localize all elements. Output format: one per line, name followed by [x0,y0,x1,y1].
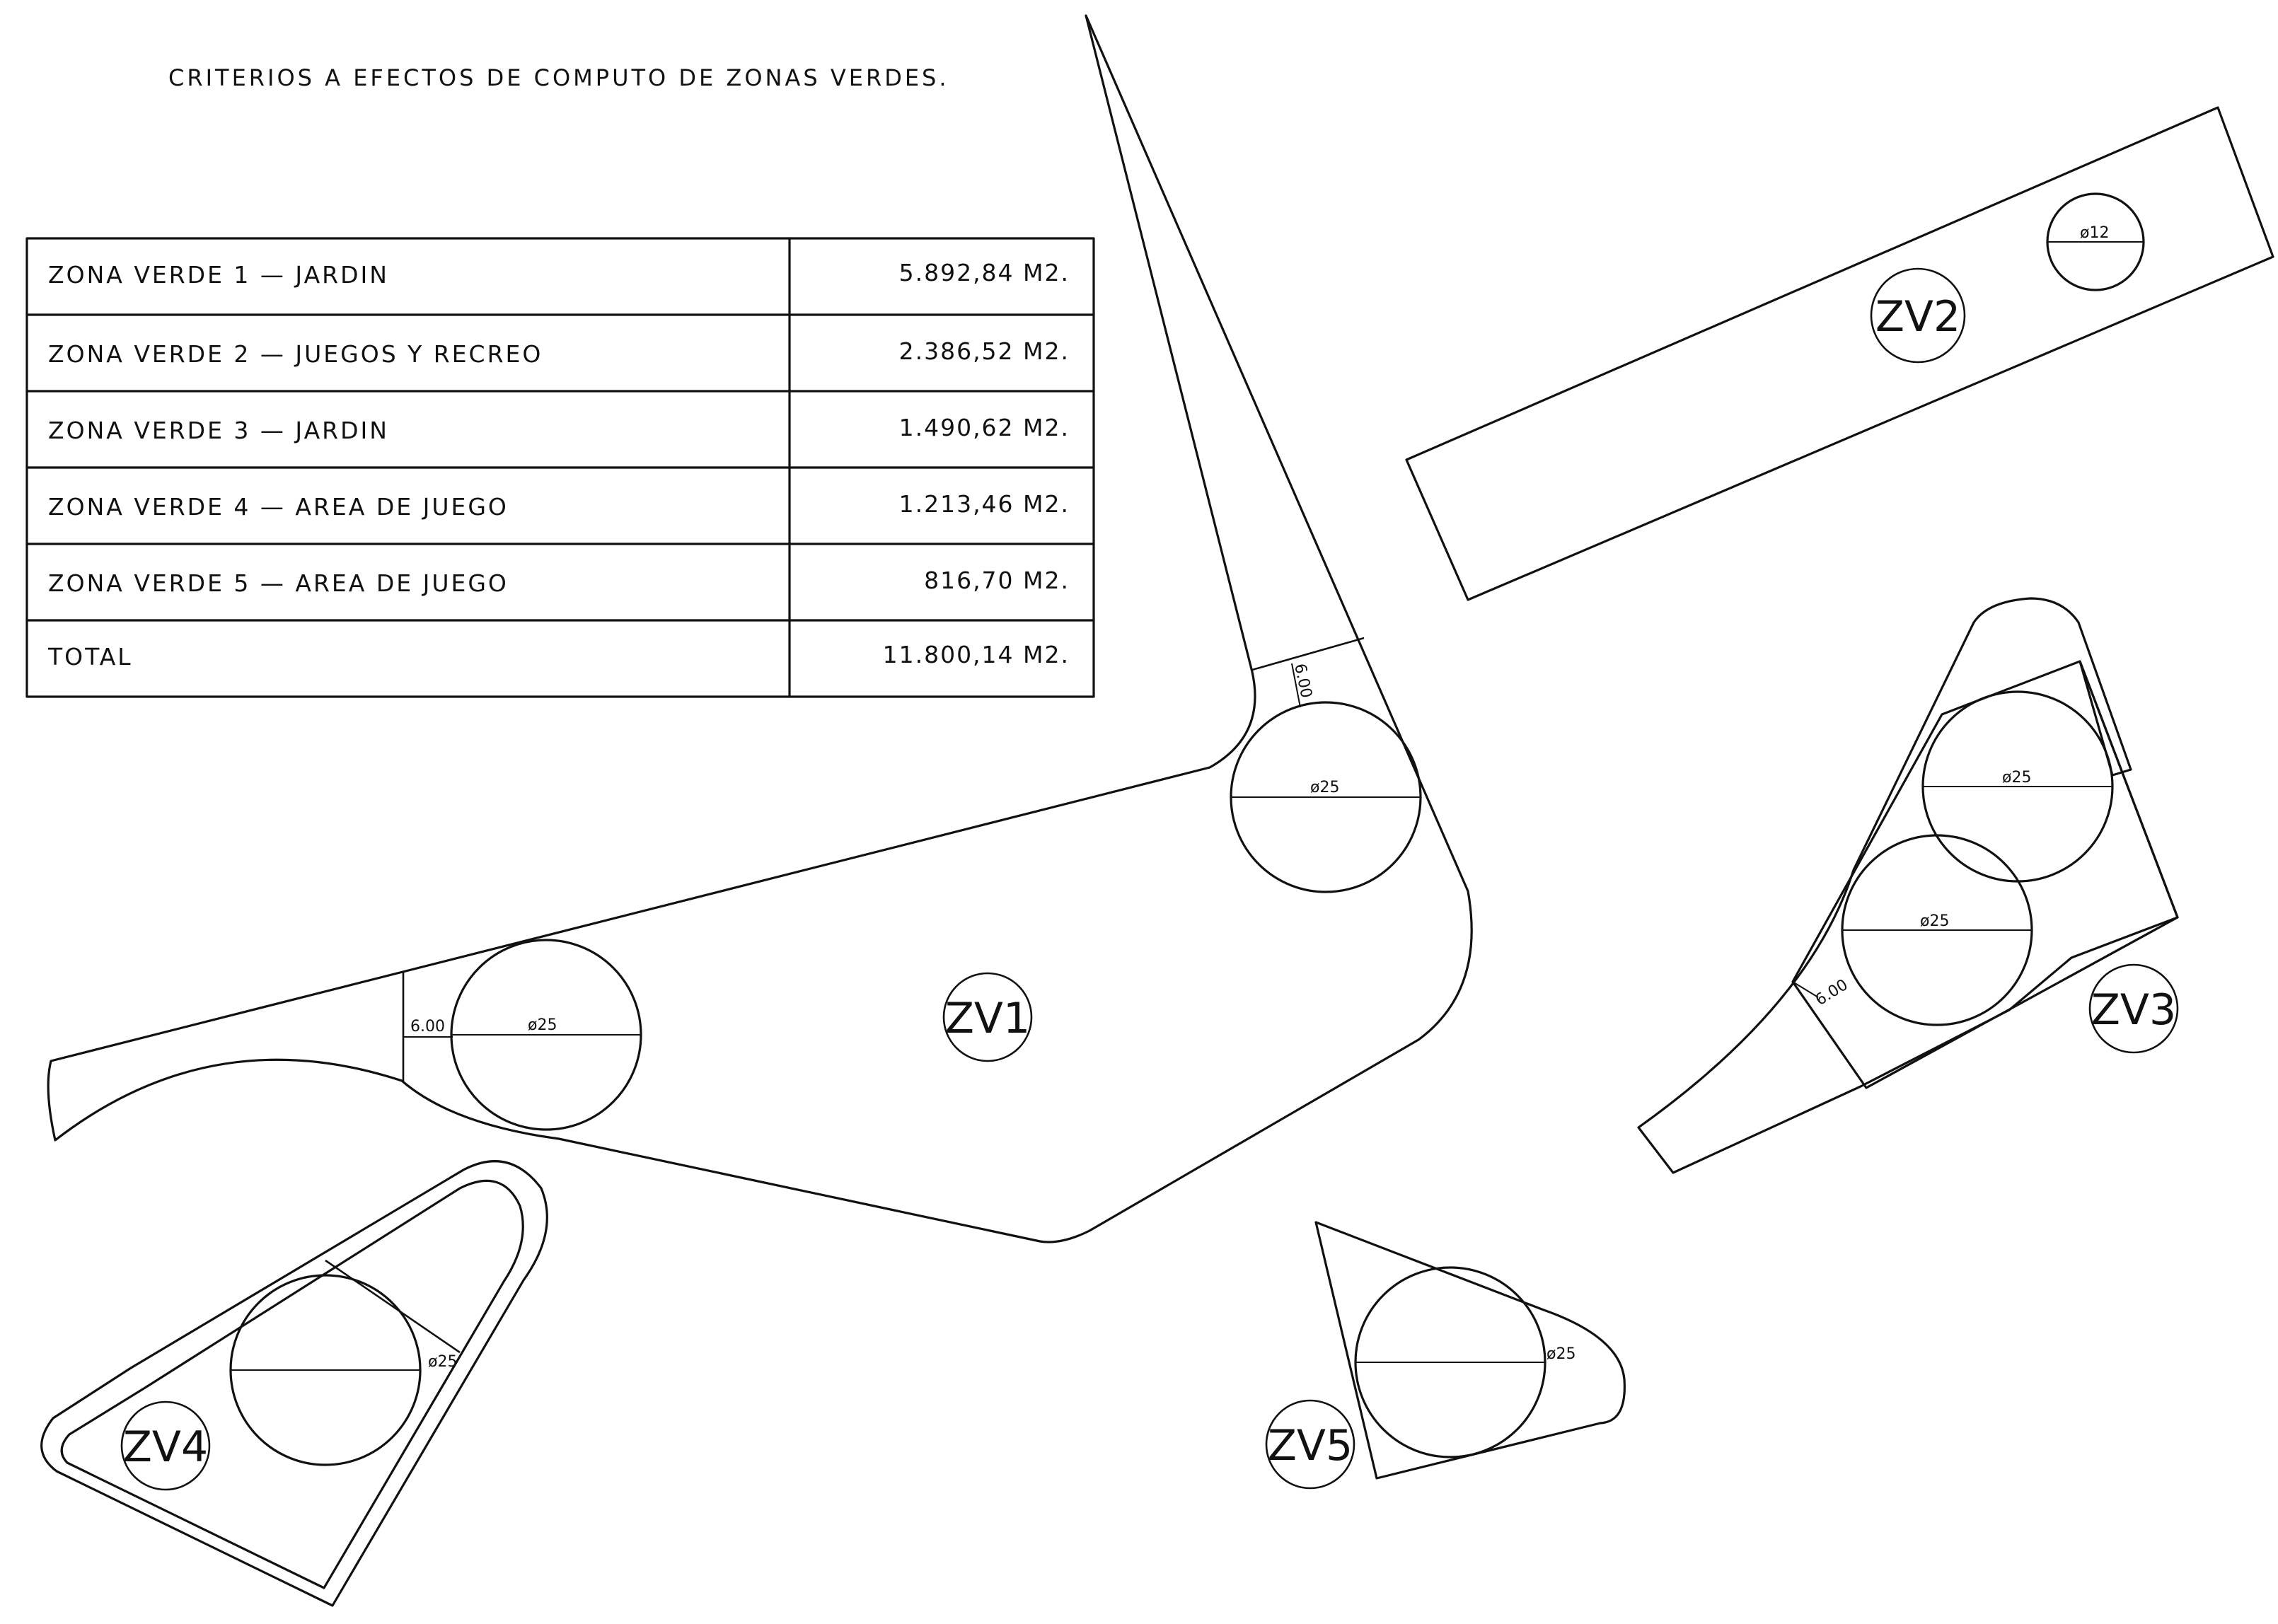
zv2-label-circle [1870,267,1966,364]
table-row-value: 1.213,46 M2. [899,490,1070,518]
zv1-dim-offset-top: 6.00 [1290,662,1315,700]
zone-zv2: ø12 ZV2 [1405,106,2274,601]
table-row: ZONA VERDE 5 — AREA DE JUEGO 816,70 M2. [48,567,1070,597]
zv4-outline-inner [60,1179,524,1589]
zv2-outline [1405,106,2274,601]
zv4-label: ZV4 [123,1422,208,1472]
table-row-total: TOTAL 11.800,14 M2. [47,641,1070,671]
zv4-label-circle [120,1400,211,1491]
table-row-label: ZONA VERDE 3 — JARDIN [48,417,389,444]
zone-zv4: ø25 ZV4 [40,1160,548,1607]
table-row-label: TOTAL [47,643,133,671]
zv1-dim-diameter-top: ø25 [1310,779,1339,796]
table-row-label: ZONA VERDE 5 — AREA DE JUEGO [48,569,509,597]
zv5-outline [1314,1221,1626,1480]
zv3-outline [1637,597,2179,1174]
table-row-value: 11.800,14 M2. [883,641,1070,668]
drawing-title: CRITERIOS A EFECTOS DE COMPUTO DE ZONAS … [168,64,949,91]
area-table: ZONA VERDE 1 — JARDIN 5.892,84 M2. ZONA … [25,237,1095,698]
table-row-label: ZONA VERDE 2 — JUEGOS Y RECREO [48,340,543,368]
zv1-dim-diameter-left: ø25 [528,1016,557,1034]
zv1-label-circle [942,972,1033,1062]
zv4-dim-diameter: ø25 [428,1353,457,1371]
table-row-value: 816,70 M2. [924,567,1070,594]
zv5-label-circle [1265,1399,1355,1490]
zv1-label: ZV1 [945,994,1030,1043]
zv3-label-circle [2088,963,2179,1054]
table-row-label: ZONA VERDE 1 — JARDIN [48,261,389,289]
zv3-inner-block [1791,660,2179,1089]
table-row-label: ZONA VERDE 4 — AREA DE JUEGO [48,493,509,521]
zv1-dim-offset-left: 6.00 [410,1018,445,1036]
zv4-divider [325,1259,461,1354]
zone-zv5: ø25 ZV5 [1265,1221,1626,1490]
zv3-dim-offset: 6.00 [1812,976,1851,1009]
table-row-value: 1.490,62 M2. [899,414,1070,441]
zv3-dim-diameter-bottom: ø25 [1920,912,1949,930]
table-row: ZONA VERDE 3 — JARDIN 1.490,62 M2. [48,414,1070,444]
zv4-outline-outer [40,1160,548,1607]
zv2-label: ZV2 [1875,292,1960,342]
table-row-value: 5.892,84 M2. [899,259,1070,286]
zv1-outline [47,14,1473,1243]
table-row-value: 2.386,52 M2. [899,337,1070,365]
zv3-dim-diameter-top: ø25 [2002,769,2031,787]
table-row: ZONA VERDE 1 — JARDIN 5.892,84 M2. [48,259,1070,289]
zone-zv1: ø25 ø25 6.00 6.00 ZV1 [47,14,1473,1243]
zv5-label: ZV5 [1268,1421,1353,1471]
zone-zv3: ø25 ø25 6.00 ZV3 [1637,597,2179,1174]
table-row: ZONA VERDE 2 — JUEGOS Y RECREO 2.386,52 … [48,337,1070,368]
zv3-label: ZV3 [2091,985,2176,1035]
zv2-dim-diameter: ø12 [2080,224,2109,242]
table-row: ZONA VERDE 4 — AREA DE JUEGO 1.213,46 M2… [48,490,1070,521]
zv1-offset-top [1251,637,1365,671]
zv5-dim-diameter: ø25 [1546,1345,1575,1363]
